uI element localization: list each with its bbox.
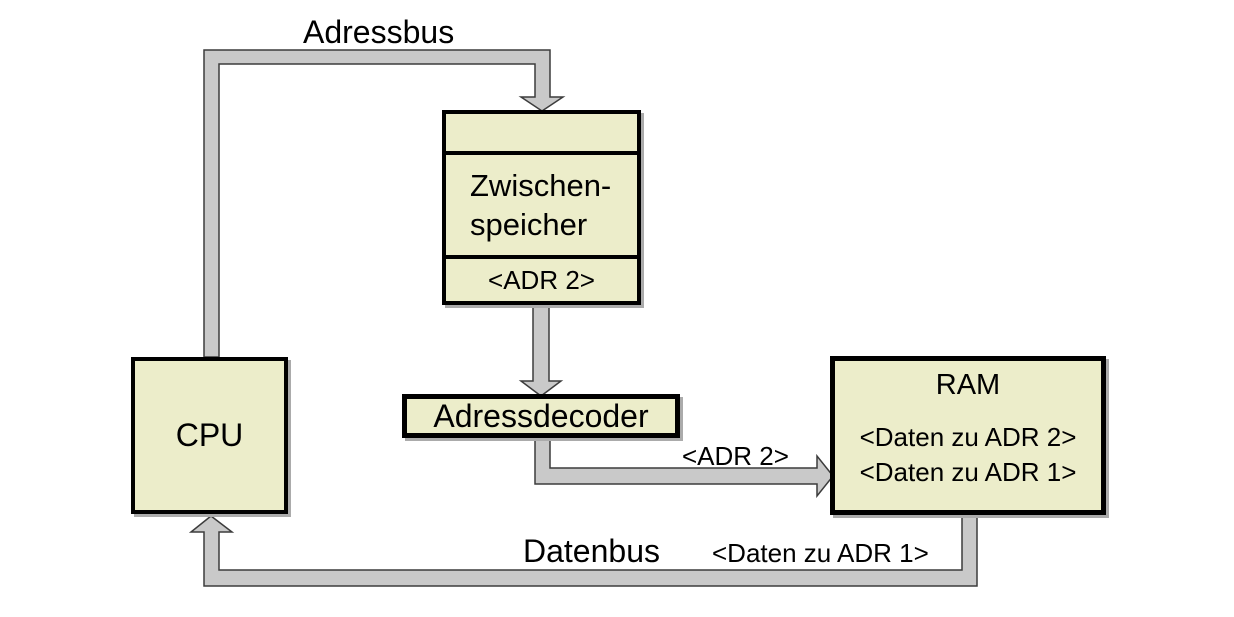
ram-box: RAM <Daten zu ADR 2> <Daten zu ADR 1> [830,356,1106,515]
cpu-label: CPU [175,417,244,453]
ram-entry-adr1: <Daten zu ADR 1> [859,457,1077,487]
zwischenspeicher-empty-slot [446,114,637,155]
adressdecoder-label: Adressdecoder [433,397,649,434]
cpu-box: CPU [131,357,288,514]
zwischenspeicher-label: Zwischen- speicher [446,155,637,255]
adressdecoder-to-ram-arrow [534,435,834,499]
ram-entry-adr2: <Daten zu ADR 2> [859,422,1077,452]
adr2-bus-label: <ADR 2> [682,441,789,471]
adressbus-label: Adressbus [303,14,455,50]
zwischenspeicher-to-adressdecoder-arrow [518,302,564,397]
zwischenspeicher-label-line2: speicher [470,207,588,242]
zwischenspeicher-label-line1: Zwischen- [470,168,612,203]
datenbus-label: Datenbus [523,533,660,569]
adressdecoder-box: Adressdecoder [402,394,680,438]
ram-label: RAM [935,369,1001,401]
zwischenspeicher-box: Zwischen- speicher <ADR 2> [442,110,641,305]
datenbus-payload-label: <Daten zu ADR 1> [712,538,929,568]
zwischenspeicher-adr-slot: <ADR 2> [446,255,637,301]
zwischenspeicher-adr-slot-label: <ADR 2> [488,264,595,295]
adressbus-arrow [203,49,566,358]
